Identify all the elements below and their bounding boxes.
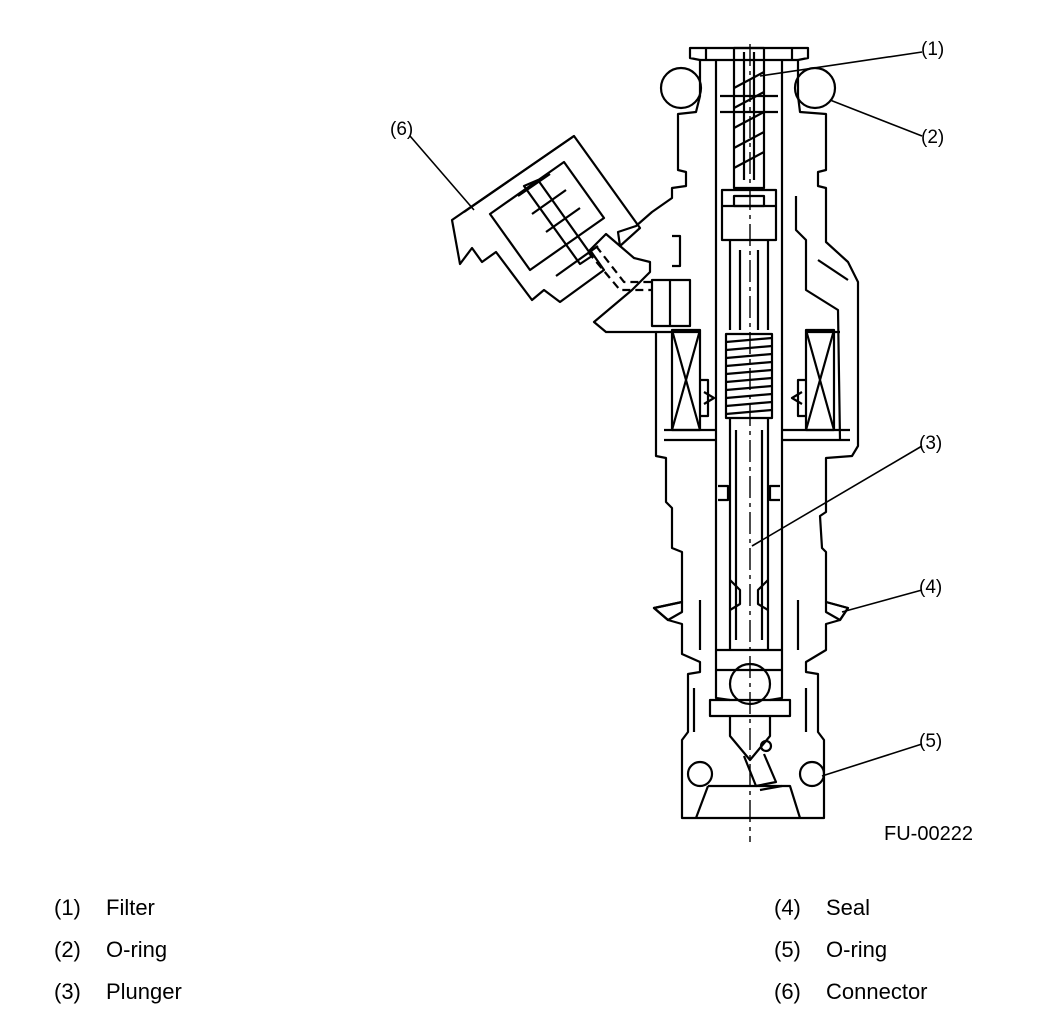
callout-1: (1) xyxy=(921,39,944,60)
leader-line-3 xyxy=(751,445,923,547)
connector-terminals xyxy=(587,245,652,292)
plunger xyxy=(718,418,780,650)
top-o-ring xyxy=(659,66,837,110)
spring xyxy=(724,332,774,420)
callout-6: (6) xyxy=(390,119,413,140)
leader-line-2 xyxy=(829,99,923,137)
callout-2: (2) xyxy=(921,127,944,148)
callout-4: (4) xyxy=(919,577,942,598)
legend-number: (3) xyxy=(54,979,81,1004)
legend-number: (1) xyxy=(54,895,81,920)
legend-label: Connector xyxy=(826,979,928,1004)
legend-label: O-ring xyxy=(106,937,168,962)
leader-line-5 xyxy=(821,743,923,777)
injector-body-outline xyxy=(592,46,860,820)
callout-3: (3) xyxy=(919,433,942,454)
bottom-o-ring xyxy=(686,760,826,788)
legend-number: (4) xyxy=(774,895,801,920)
connector xyxy=(450,134,682,304)
legend-label: Seal xyxy=(826,895,871,920)
figure-code: FU-00222 xyxy=(884,823,973,845)
legend-number: (2) xyxy=(54,937,81,962)
solenoid-coil-left xyxy=(670,328,702,432)
legend-label: Plunger xyxy=(106,979,182,1004)
leader-line-4 xyxy=(841,589,923,613)
filter xyxy=(720,46,778,208)
seal xyxy=(652,600,850,622)
legend-label: O-ring xyxy=(826,937,888,962)
solenoid-coil-right xyxy=(804,328,836,432)
leader-line-6 xyxy=(409,135,475,211)
legend-number: (5) xyxy=(774,937,801,962)
legend-label: Filter xyxy=(106,895,155,920)
leader-line-1 xyxy=(759,51,923,77)
callout-5: (5) xyxy=(919,731,942,752)
legend-number: (6) xyxy=(774,979,801,1004)
